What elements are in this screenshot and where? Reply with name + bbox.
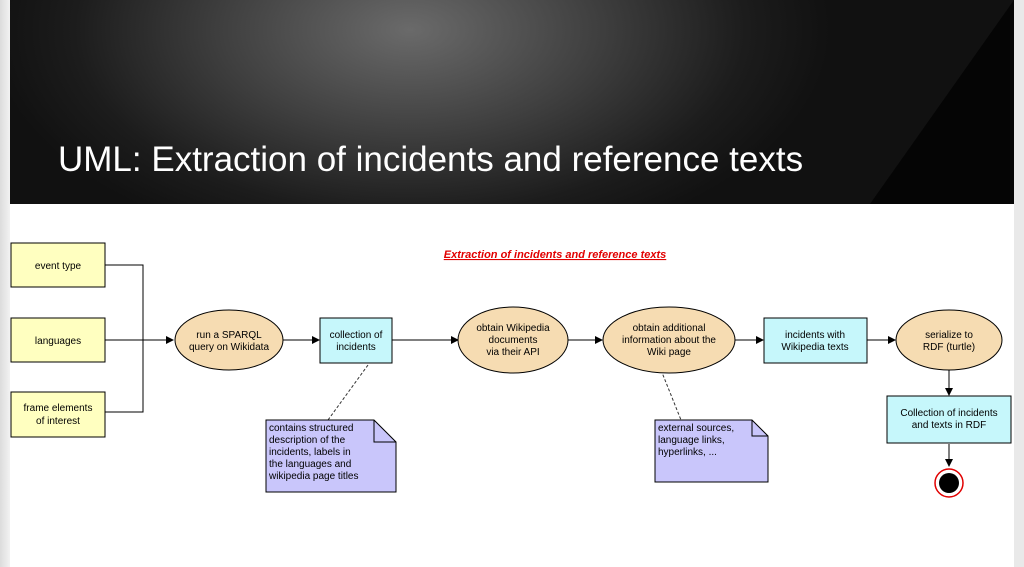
slide-header: UML: Extraction of incidents and referen…	[10, 0, 1014, 204]
flow-arrows	[143, 336, 953, 467]
note-sources-line3: hyperlinks, ...	[658, 447, 717, 458]
object-incidents-with-texts: incidents with Wikipedia texts	[763, 317, 868, 364]
note-sources-line2: language links,	[658, 435, 725, 446]
input-event-type: event type	[10, 242, 106, 288]
activity-serialize: serialize to RDF (turtle)	[895, 309, 1003, 371]
activity-sparql-line1: run a SPARQL	[196, 330, 262, 341]
object-collection-line1: collection of	[330, 330, 383, 341]
left-edge	[0, 0, 10, 567]
note-links	[327, 364, 682, 421]
activity-obtain-wikipedia: obtain Wikipedia documents via their API	[457, 306, 569, 374]
activity-serialize-line1: serialize to	[925, 330, 973, 341]
uml-diagram: Extraction of incidents and reference te…	[10, 242, 1012, 498]
activity-wikipedia-line1: obtain Wikipedia	[476, 323, 550, 334]
note-incidents-line4: the languages and	[269, 459, 351, 470]
note-incidents-line2: description of the	[269, 435, 346, 446]
activity-wikipedia-line2: documents	[489, 335, 538, 346]
slide-title: UML: Extraction of incidents and referen…	[58, 140, 804, 179]
activity-additional-line2: information about the	[622, 335, 716, 346]
header-wedge	[870, 0, 1014, 204]
activity-additional-line1: obtain additional	[633, 323, 706, 334]
final-node	[934, 468, 964, 498]
object-collection-line2: incidents	[336, 342, 375, 353]
note-incidents-description: contains structured description of the i…	[265, 419, 397, 493]
note-sources-line1: external sources,	[658, 423, 734, 434]
object-texts-line2: Wikipedia texts	[781, 342, 848, 353]
activity-serialize-line2: RDF (turtle)	[923, 342, 975, 353]
activity-sparql-line2: query on Wikidata	[189, 342, 269, 353]
input-connectors	[105, 264, 144, 413]
activity-wikipedia-line3: via their API	[486, 347, 539, 358]
input-languages: languages	[10, 317, 106, 363]
note-incidents-line1: contains structured	[269, 423, 354, 434]
activity-additional-line3: Wiki page	[647, 347, 691, 358]
note-external-sources: external sources, language links, hyperl…	[654, 419, 769, 483]
slide: UML: Extraction of incidents and referen…	[10, 0, 1014, 567]
input-event-type-label: event type	[35, 261, 82, 272]
object-collection-of-incidents: collection of incidents	[319, 317, 393, 364]
note-incidents-line3: incidents, labels in	[269, 447, 351, 458]
activity-sparql-query: run a SPARQL query on Wikidata	[174, 309, 284, 371]
object-final-collection: Collection of incidents and texts in RDF	[886, 395, 1012, 444]
note-incidents-line5: wikipedia page titles	[268, 471, 359, 482]
input-frame-elements-line1: frame elements	[24, 403, 93, 414]
object-final-line2: and texts in RDF	[912, 420, 986, 431]
input-languages-label: languages	[35, 336, 81, 347]
input-frame-elements-line2: of interest	[36, 416, 80, 427]
input-frame-elements: frame elements of interest	[10, 391, 106, 438]
diagram-heading: Extraction of incidents and reference te…	[444, 249, 667, 261]
object-final-line1: Collection of incidents	[900, 408, 997, 419]
object-texts-line1: incidents with	[785, 330, 845, 341]
activity-obtain-additional: obtain additional information about the …	[602, 306, 736, 374]
